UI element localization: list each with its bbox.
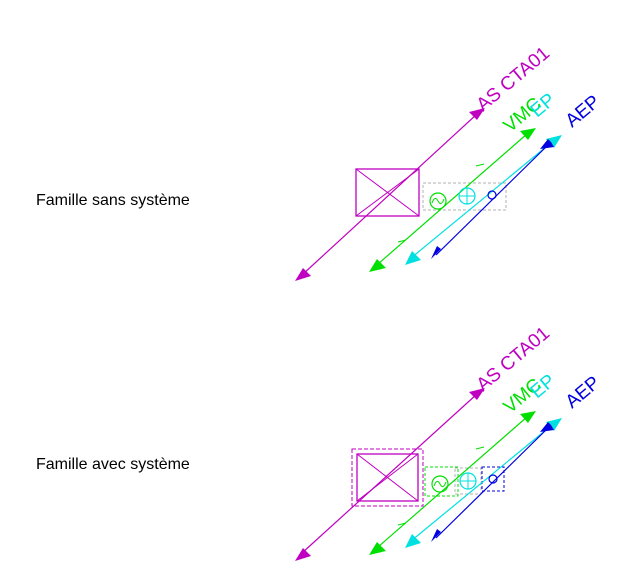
crosshair-circle-icon bbox=[459, 472, 477, 490]
system-outline-box bbox=[351, 448, 424, 507]
vmc-pipe bbox=[369, 128, 536, 272]
aep-pipe bbox=[431, 139, 554, 259]
row-label-avec-systeme: Famille avec système bbox=[36, 456, 190, 473]
tag-aep: AEP bbox=[562, 91, 605, 132]
ep-pipe bbox=[405, 418, 562, 548]
aep-connector-outline bbox=[481, 466, 505, 492]
row-label-sans-systeme: Famille sans système bbox=[36, 192, 190, 209]
diagram-sans-systeme: AS CTA01 VMC EP AEP bbox=[295, 43, 604, 281]
system-pipe bbox=[295, 388, 485, 561]
aep-pipe bbox=[431, 422, 554, 542]
tag-aep: AEP bbox=[562, 372, 605, 413]
vmc-connector-outline bbox=[424, 466, 459, 497]
connector-group-outline bbox=[422, 182, 507, 211]
crosshair-circle-icon bbox=[458, 187, 476, 205]
sine-circle-icon bbox=[431, 475, 449, 493]
small-circle-icon bbox=[488, 474, 498, 484]
sine-circle-icon bbox=[429, 192, 447, 210]
system-pipe bbox=[295, 108, 485, 281]
ep-pipe bbox=[405, 135, 562, 265]
small-circle-icon bbox=[487, 190, 497, 200]
diagram-avec-systeme: AS CTA01 VMC EP AEP bbox=[295, 323, 604, 561]
vmc-pipe bbox=[369, 411, 536, 555]
